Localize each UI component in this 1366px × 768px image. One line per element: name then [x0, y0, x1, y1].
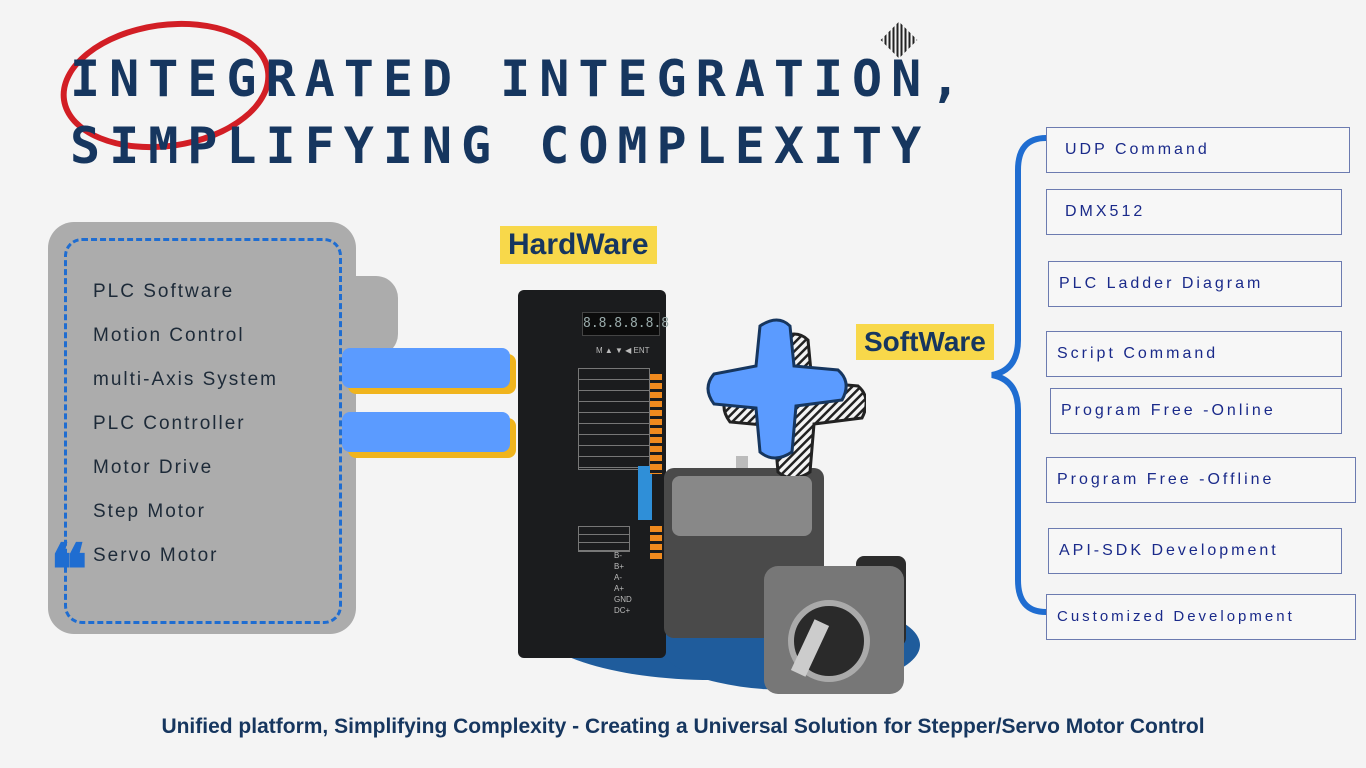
- software-item-program-offline: Program Free -Offline: [1046, 457, 1356, 503]
- driver-label: DC+: [614, 606, 631, 615]
- list-item: PLC Controller: [93, 413, 246, 434]
- driver-label: A-: [614, 573, 622, 582]
- curly-brace-icon: [991, 135, 1049, 615]
- list-item: Motor Drive: [93, 457, 214, 478]
- dip-switch-icon: [638, 466, 652, 520]
- list-item: Motion Control: [93, 325, 245, 346]
- driver-label: A+: [614, 584, 625, 593]
- list-item: multi-Axis System: [93, 369, 278, 390]
- software-item-script: Script Command: [1046, 331, 1342, 377]
- driver-power-labels: B- B+ A- A+ GND DC+: [614, 550, 632, 616]
- plus-icon: [706, 318, 866, 476]
- software-item-dmx512: DMX512: [1046, 189, 1342, 235]
- stepper-driver-image: 8.8.8.8.8.8 M ▲ ▼ ◀ ENT B- B+ A- A+ GND …: [518, 290, 669, 658]
- software-item-udp: UDP Command: [1046, 127, 1350, 173]
- motor-flange: [672, 476, 812, 536]
- software-item-program-online: Program Free -Online: [1050, 388, 1342, 434]
- footer-tagline: Unified platform, Simplifying Complexity…: [161, 715, 1205, 738]
- driver-label: B-: [614, 551, 622, 560]
- driver-keys: M ▲ ▼ ◀ ENT: [596, 346, 650, 355]
- list-item: Step Motor: [93, 501, 206, 522]
- left-panel-dashed-border: [64, 238, 342, 624]
- feature-list: PLC Software Motion Control multi-Axis S…: [93, 278, 278, 586]
- title-line-2: SIMPLIFYING COMPLEXITY: [70, 117, 931, 175]
- list-item: Servo Motor: [93, 545, 219, 566]
- software-item-plc-ladder: PLC Ladder Diagram: [1048, 261, 1342, 307]
- driver-label: GND: [614, 595, 632, 604]
- list-item: PLC Software: [93, 281, 235, 302]
- driver-display: 8.8.8.8.8.8: [582, 312, 669, 336]
- software-item-customized: Customized Development: [1046, 594, 1356, 640]
- equals-bar-top: [342, 348, 510, 388]
- software-item-api-sdk: API-SDK Development: [1048, 528, 1342, 574]
- driver-terminal-label-grid: [578, 368, 650, 470]
- driver-label: B+: [614, 562, 625, 571]
- driver-terminal-label-grid: [578, 526, 630, 552]
- left-panel: [48, 222, 356, 634]
- terminal-block-icon: [650, 526, 662, 562]
- hardware-label: HardWare: [500, 226, 657, 264]
- title-line-1: INTEGRATED INTEGRATION,: [70, 50, 970, 108]
- software-label: SoftWare: [856, 324, 994, 360]
- equals-bar-bottom: [342, 412, 510, 452]
- terminal-block-icon: [650, 374, 662, 474]
- quote-mark-icon: ❝: [50, 528, 88, 611]
